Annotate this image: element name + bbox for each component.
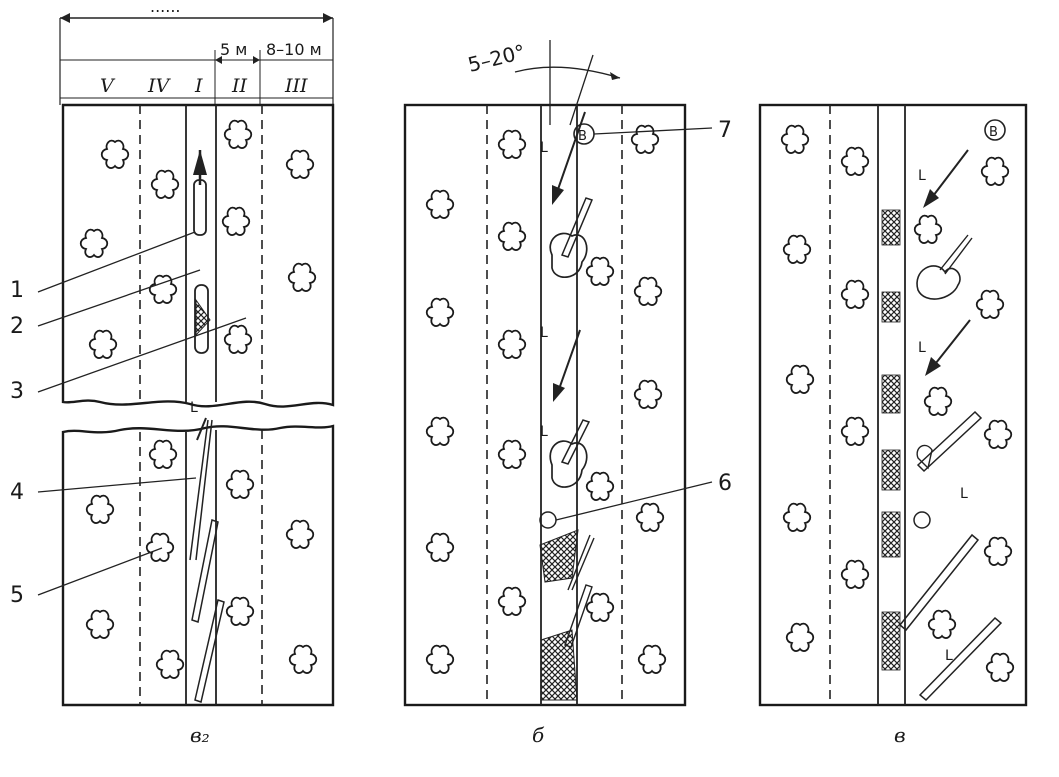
callout-5: 5 xyxy=(10,583,24,608)
marker-circle-c xyxy=(984,119,1006,141)
zone-label-II: II xyxy=(231,75,248,97)
zone-label-V: V xyxy=(100,75,116,97)
panel-a2-upper-block xyxy=(61,103,335,408)
panel-b-frame xyxy=(403,103,687,707)
tick-b2: L xyxy=(540,325,548,341)
callout-4: 4 xyxy=(10,480,24,505)
dim-8-10m-label: 8–10 м xyxy=(266,40,322,59)
tick-c4: L xyxy=(945,648,953,664)
panel-b: 5–20° В 7 L L L 6 xyxy=(403,39,732,747)
zone-label-I: I xyxy=(194,75,203,97)
panel-a2-lower-block xyxy=(61,424,335,707)
drag-arrow xyxy=(552,111,586,205)
caption-a2: в₂ xyxy=(190,723,210,747)
tick-c2: L xyxy=(918,340,926,356)
tick-a: L xyxy=(190,400,198,416)
zone-label-III: III xyxy=(284,75,308,97)
drag-arrow xyxy=(925,319,971,376)
tick-c3: L xyxy=(960,486,968,502)
tick-b3: L xyxy=(540,424,548,440)
panel-c-frame xyxy=(758,103,1028,707)
tick-c1: L xyxy=(918,168,926,184)
drag-arrow xyxy=(553,329,581,402)
panel-a2: ...... 5 м 8–10 м V IV I II III xyxy=(10,0,335,747)
top-dimension-label: ...... xyxy=(150,0,181,16)
callout-6: 6 xyxy=(718,471,732,496)
log-shape xyxy=(193,179,207,236)
marker-symbol-c: В xyxy=(989,125,998,140)
dim-5m-label: 5 м xyxy=(220,40,247,59)
zone-label-IV: IV xyxy=(147,75,172,97)
callout-7: 7 xyxy=(718,118,732,143)
tick-b1: L xyxy=(540,140,548,156)
callout-2: 2 xyxy=(10,314,24,339)
caption-b: б xyxy=(532,723,545,747)
marker-symbol: В xyxy=(578,129,587,144)
callout-1: 1 xyxy=(10,278,24,303)
callout-3: 3 xyxy=(10,379,24,404)
drag-arrow xyxy=(923,149,969,208)
caption-c: в xyxy=(894,723,906,747)
panel-c: В L L L L в xyxy=(758,103,1028,747)
